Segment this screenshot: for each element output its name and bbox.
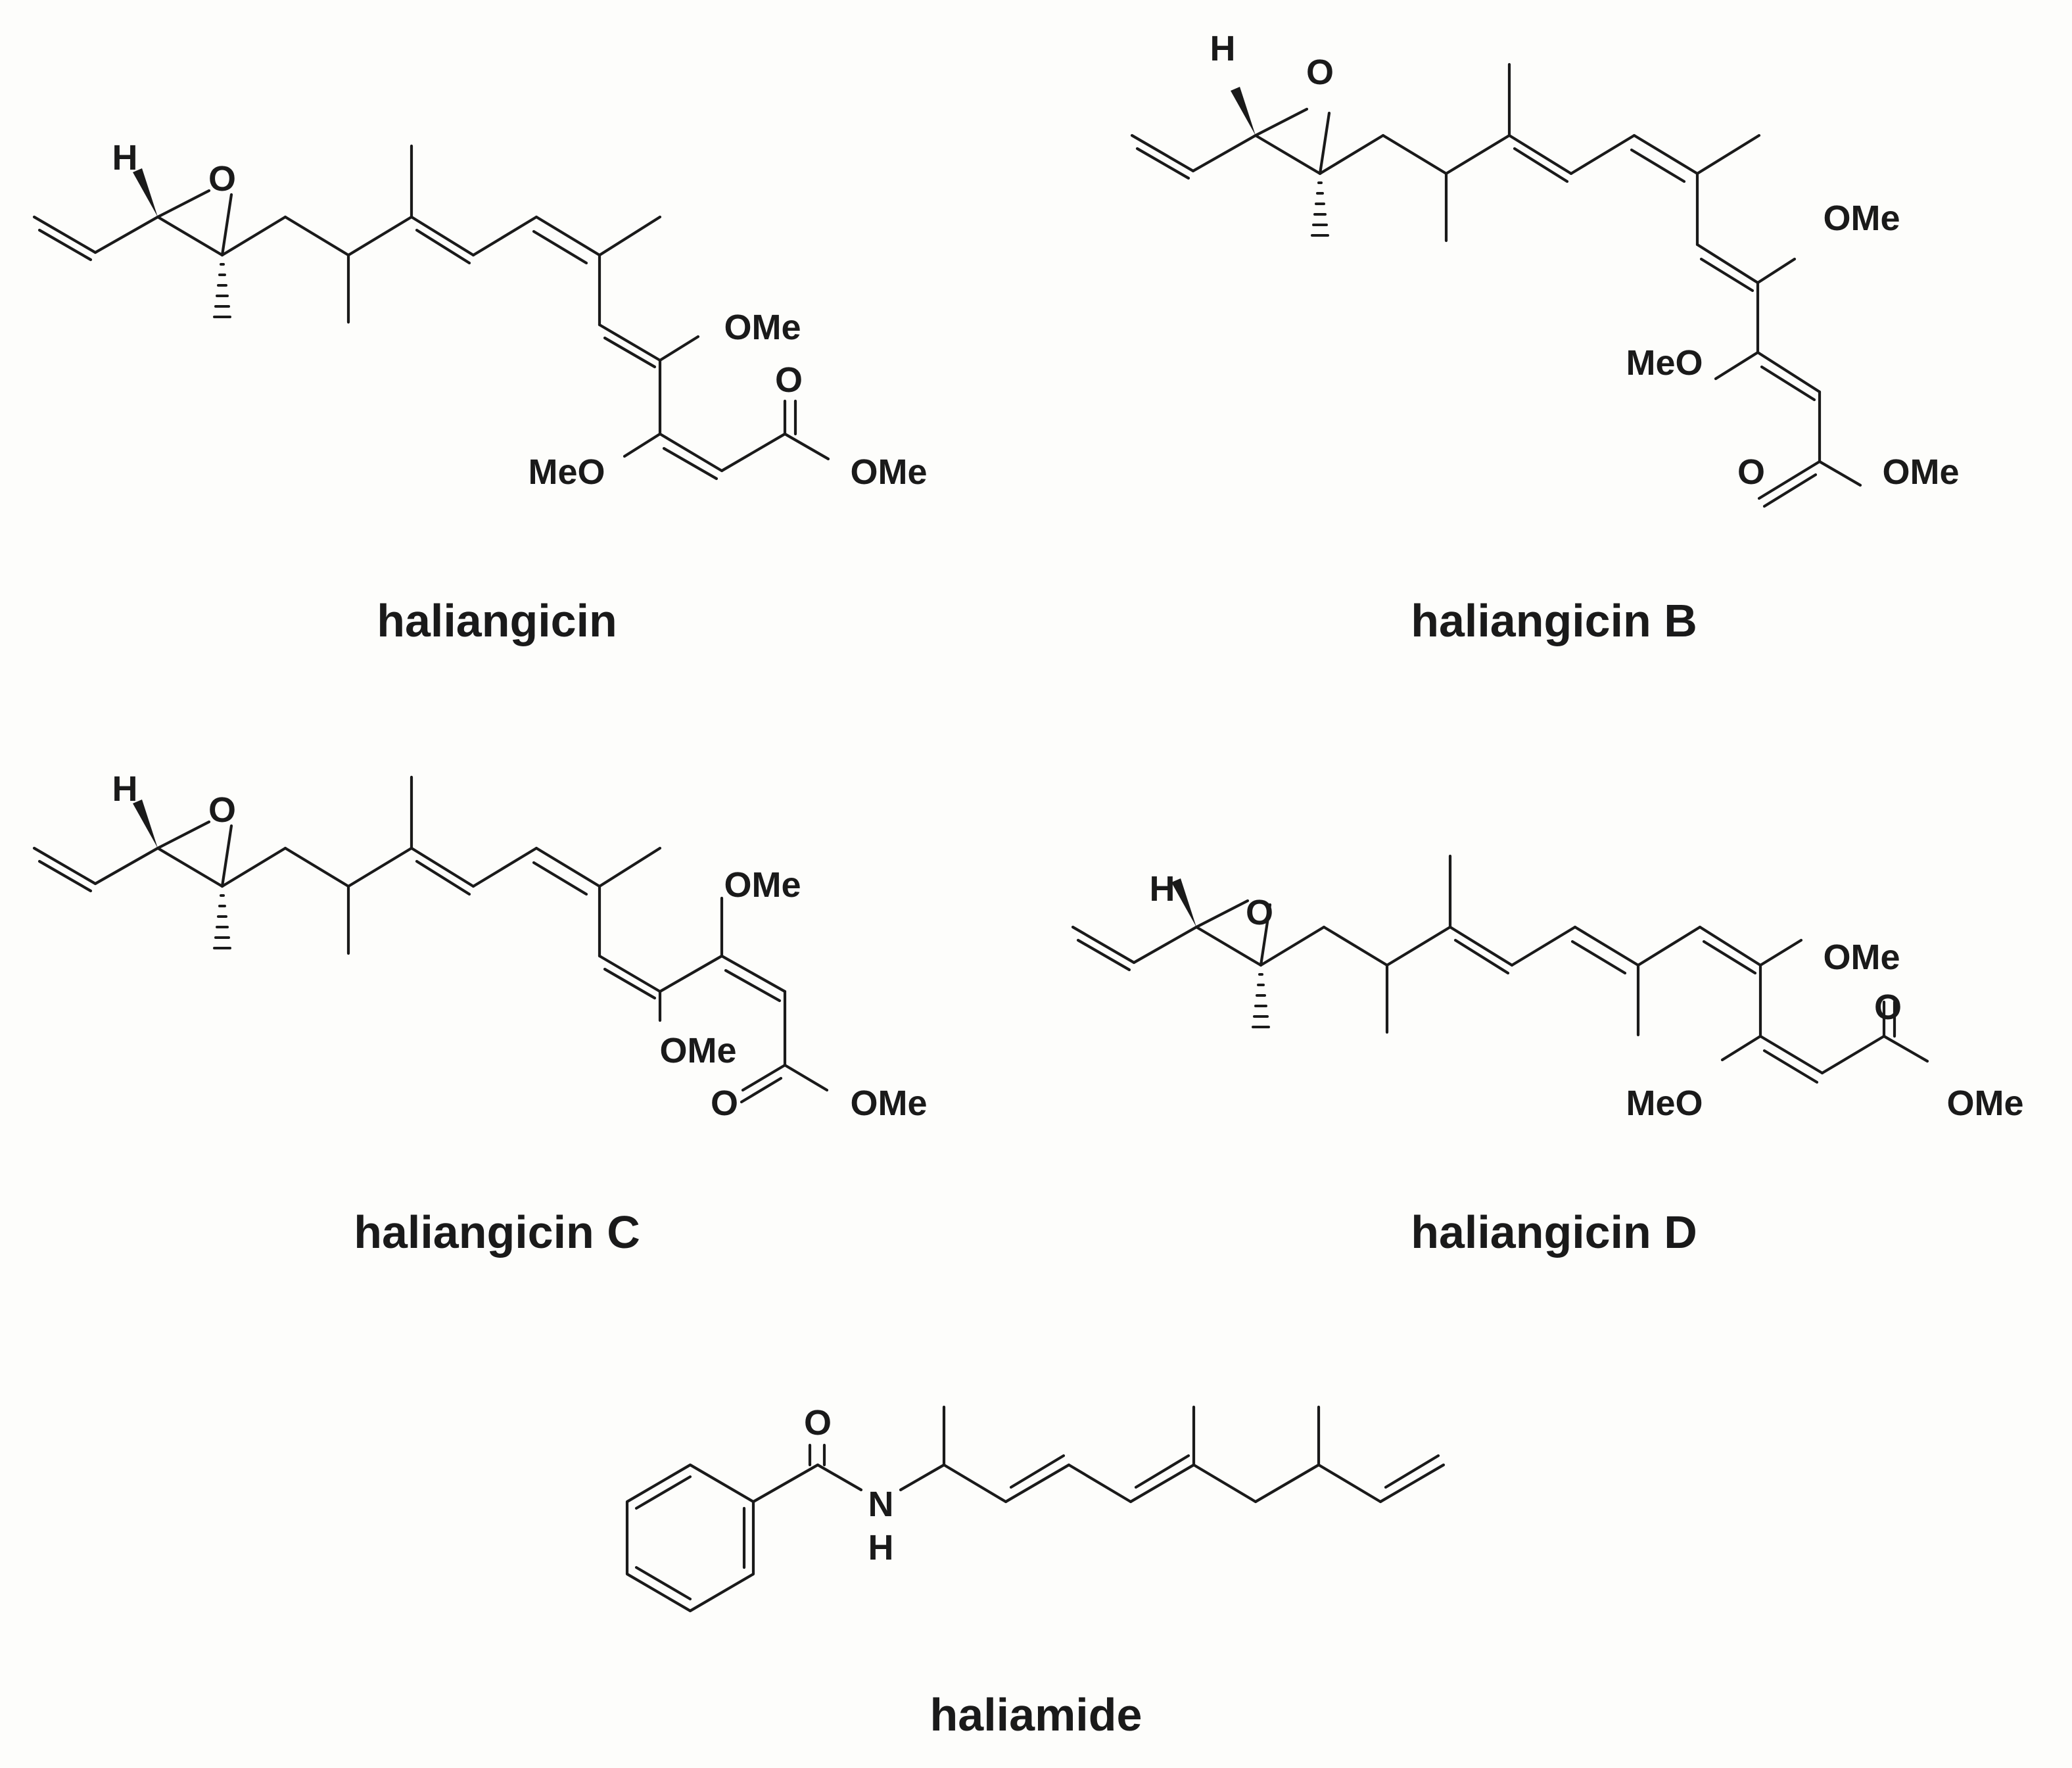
methoxy-label: OMe [724, 865, 801, 905]
structure-name: haliangicin [377, 595, 617, 646]
methoxy-label: MeO [528, 452, 605, 492]
structure-haliangicin-c [34, 777, 829, 1104]
ester-methoxy-label: OMe [850, 452, 927, 492]
methoxy-label: OMe [1823, 199, 1900, 238]
structure-haliangicin-d-labels: H O OMe O MeO OMe haliangicin D [1150, 869, 2024, 1258]
structure-haliangicin-c-labels: H O OMe OMe O OMe haliangicin C [112, 769, 928, 1258]
h-atom: H [1150, 869, 1175, 909]
structure-name: haliangicin C [354, 1207, 640, 1258]
ester-methoxy-label: OMe [1946, 1084, 2023, 1123]
ester-methoxy-label: OMe [850, 1084, 927, 1123]
structure-haliangicin-d [1073, 856, 1929, 1084]
methoxy-label: OMe [659, 1031, 736, 1070]
epoxide-oxygen: O [208, 159, 236, 199]
carbonyl-oxygen: O [1737, 452, 1765, 492]
epoxide-oxygen: O [1306, 53, 1334, 92]
epoxide-oxygen: O [208, 790, 236, 830]
carbonyl-oxygen: O [804, 1403, 832, 1443]
h-atom: H [112, 138, 138, 178]
methoxy-label: OMe [724, 308, 801, 347]
h-atom: H [112, 769, 138, 809]
ester-methoxy-label: OMe [1882, 452, 1959, 492]
carbonyl-oxygen: O [1874, 988, 1902, 1027]
structure-haliangicin-b-labels: H O OMe MeO O OMe haliangicin B [1210, 29, 1960, 646]
structure-haliangicin-b [1132, 64, 1862, 508]
methoxy-label: MeO [1626, 343, 1703, 383]
nitrogen-atom: N [868, 1485, 894, 1524]
methoxy-label: OMe [1823, 938, 1900, 977]
structure-haliamide: O N H haliamide [625, 1403, 1446, 1740]
structure-name: haliangicin D [1411, 1207, 1697, 1258]
carbonyl-oxygen: O [711, 1084, 738, 1123]
structure-name: haliangicin B [1411, 595, 1697, 646]
h-atom: H [868, 1528, 894, 1567]
methoxy-label: MeO [1626, 1084, 1703, 1123]
carbonyl-oxygen: O [775, 360, 803, 400]
structure-haliangicin: H O OMe O MeO OMe haliangicin [34, 138, 928, 646]
h-atom: H [1210, 29, 1236, 68]
structure-name: haliamide [930, 1689, 1142, 1740]
epoxide-oxygen: O [1246, 893, 1273, 932]
